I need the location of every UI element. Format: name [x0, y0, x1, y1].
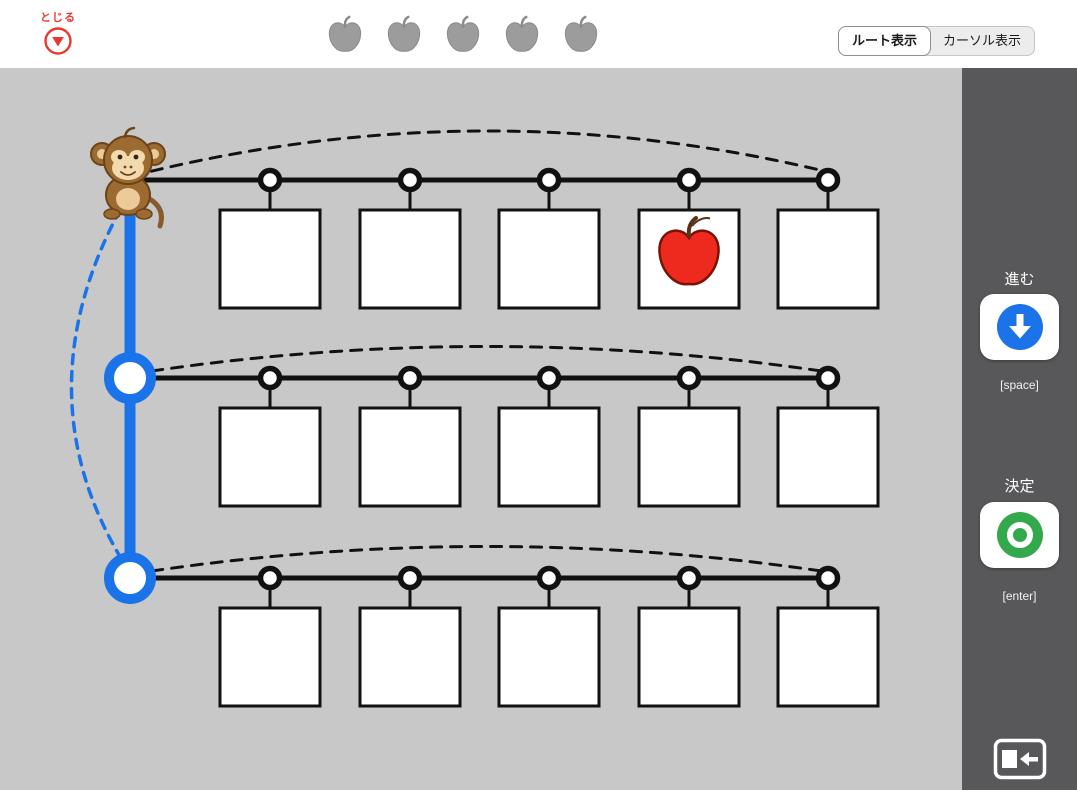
exit-icon	[993, 738, 1047, 780]
rail-node	[815, 167, 841, 193]
route-node-row3	[104, 552, 156, 604]
cell-r3-c3[interactable]	[497, 606, 601, 708]
close-button[interactable]: とじる	[36, 9, 80, 61]
rail-node	[257, 565, 283, 591]
score-apple-icon	[446, 15, 480, 53]
cell-r3-c5[interactable]	[776, 606, 880, 708]
advance-key-hint: [space]	[1000, 378, 1039, 392]
toggle-cursor-button[interactable]: カーソル表示	[930, 27, 1034, 55]
score-apple-icon	[505, 15, 539, 53]
row-3-skip-arc	[130, 544, 830, 576]
confirm-circle-icon	[996, 512, 1043, 558]
confirm-key-hint: [enter]	[1002, 589, 1037, 603]
score-apple-icon	[387, 15, 421, 53]
goal-apple-icon	[658, 216, 720, 286]
cell-r2-c5[interactable]	[776, 406, 880, 508]
advance-arrow-icon	[996, 304, 1043, 350]
rail-node	[815, 565, 841, 591]
cell-r3-c4[interactable]	[637, 606, 741, 708]
confirm-label: 決定	[1004, 478, 1035, 495]
rail-node	[397, 365, 423, 391]
rail-node	[536, 365, 562, 391]
cell-r3-c2[interactable]	[358, 606, 462, 708]
cell-r2-c4[interactable]	[637, 406, 741, 508]
cell-r2-c2[interactable]	[358, 406, 462, 508]
row-1-skip-arc	[130, 129, 830, 178]
toggle-route-button[interactable]: ルート表示	[837, 26, 931, 56]
cell-r1-c5[interactable]	[776, 208, 880, 310]
rail-node	[397, 167, 423, 193]
cell-r3-c1[interactable]	[218, 606, 322, 708]
advance-label: 進む	[1004, 271, 1035, 288]
score-apple-icon	[564, 15, 598, 53]
board-canvas	[69, 126, 880, 708]
cell-r2-c1[interactable]	[218, 406, 322, 508]
rail-node	[536, 565, 562, 591]
rail-node	[257, 365, 283, 391]
score-apple-icon	[328, 15, 362, 53]
close-triangle-icon	[44, 27, 72, 55]
display-mode-toggle: ルート表示 カーソル表示	[837, 26, 1035, 56]
cell-r1-c2[interactable]	[358, 208, 462, 310]
row-2-skip-arc	[130, 344, 830, 376]
rail-node	[676, 167, 702, 193]
top-bar: とじる ルート表示 カーソル表示	[0, 0, 1077, 68]
cell-r1-c3[interactable]	[497, 208, 601, 310]
rail-node	[257, 167, 283, 193]
rail-node	[397, 565, 423, 591]
score-apples	[326, 15, 600, 55]
route-node-row2	[104, 352, 156, 404]
cell-r2-c3[interactable]	[497, 406, 601, 508]
close-label: とじる	[40, 12, 76, 24]
confirm-button[interactable]	[980, 502, 1059, 568]
rail-node	[676, 365, 702, 391]
route-return-arc	[69, 208, 124, 562]
rail-node	[676, 565, 702, 591]
game-board	[0, 68, 962, 790]
cell-r1-c1[interactable]	[218, 208, 322, 310]
rail-node	[815, 365, 841, 391]
advance-button[interactable]	[980, 294, 1059, 360]
rail-node	[536, 167, 562, 193]
exit-button[interactable]	[993, 738, 1047, 780]
control-sidebar: 進む [space] 決定 [enter]	[962, 68, 1077, 790]
monkey-character	[90, 126, 166, 229]
